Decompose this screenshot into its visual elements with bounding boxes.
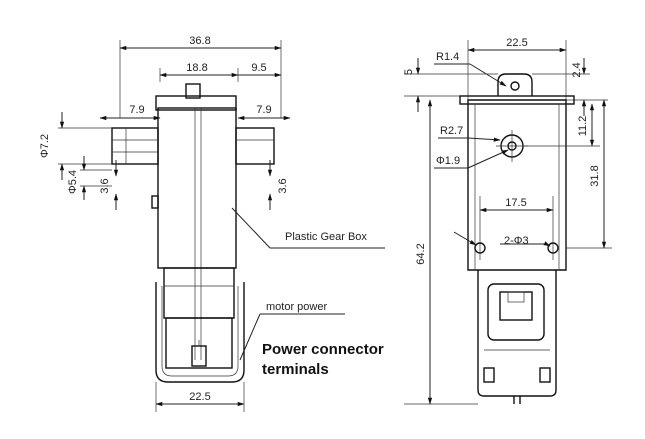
dim-right-gap: 2.4 bbox=[571, 62, 583, 77]
dim-left-flat: 3.6 bbox=[99, 178, 111, 193]
dim-holes: 2-Φ3 bbox=[504, 235, 529, 247]
top-cap bbox=[155, 95, 237, 111]
top-shaft bbox=[185, 83, 201, 99]
dim-left-gap: 5 bbox=[403, 69, 415, 75]
dim-top-width: 22.5 bbox=[506, 37, 527, 49]
right-shaft bbox=[235, 127, 275, 165]
left-shaft bbox=[111, 127, 159, 165]
dim-total-height: 64.2 bbox=[415, 243, 427, 264]
motor-bracket bbox=[155, 282, 245, 383]
left-view: 36.8 18.8 9.5 7.9 7.9 bbox=[39, 35, 385, 412]
connector-terminal bbox=[191, 345, 207, 367]
top-hole bbox=[510, 81, 520, 91]
dim-hub-dia: Φ1.9 bbox=[436, 155, 460, 167]
motor-end-cap bbox=[165, 317, 233, 369]
dim-body-width: 18.8 bbox=[186, 62, 207, 74]
gearbox-body bbox=[157, 107, 237, 269]
dim-upper-height: 31.8 bbox=[589, 165, 601, 186]
label-motor-power: motor power bbox=[266, 301, 327, 313]
dim-shaft-dia: Φ7.2 bbox=[39, 134, 51, 158]
label-connector-line1: Power connector bbox=[262, 341, 384, 358]
dim-radius-top: R1.4 bbox=[436, 51, 459, 63]
right-view: 22.5 R1.4 5 2.4 R2.7 bbox=[403, 37, 612, 405]
dim-base-width: 22.5 bbox=[189, 391, 210, 403]
motor-can bbox=[163, 267, 235, 319]
dim-overall-width: 36.8 bbox=[189, 35, 210, 47]
dim-left-shaft: 7.9 bbox=[129, 104, 144, 116]
dim-hub-offset: 11.2 bbox=[577, 116, 589, 137]
motor-face bbox=[487, 283, 545, 341]
top-lug bbox=[497, 73, 533, 96]
dim-right-flat: 3.6 bbox=[277, 178, 289, 193]
dim-right-shaft: 7.9 bbox=[256, 104, 271, 116]
dim-flat-dia: Φ5.4 bbox=[67, 170, 79, 194]
terminal-block bbox=[499, 291, 533, 321]
dim-right-offset: 9.5 bbox=[251, 62, 266, 74]
motor-end bbox=[477, 270, 557, 397]
dim-hole-spacing: 17.5 bbox=[505, 197, 526, 209]
label-connector-line2: terminals bbox=[262, 361, 329, 378]
dim-radius-hub: R2.7 bbox=[440, 125, 463, 137]
mount-plate bbox=[467, 99, 567, 271]
label-gearbox: Plastic Gear Box bbox=[285, 231, 367, 243]
